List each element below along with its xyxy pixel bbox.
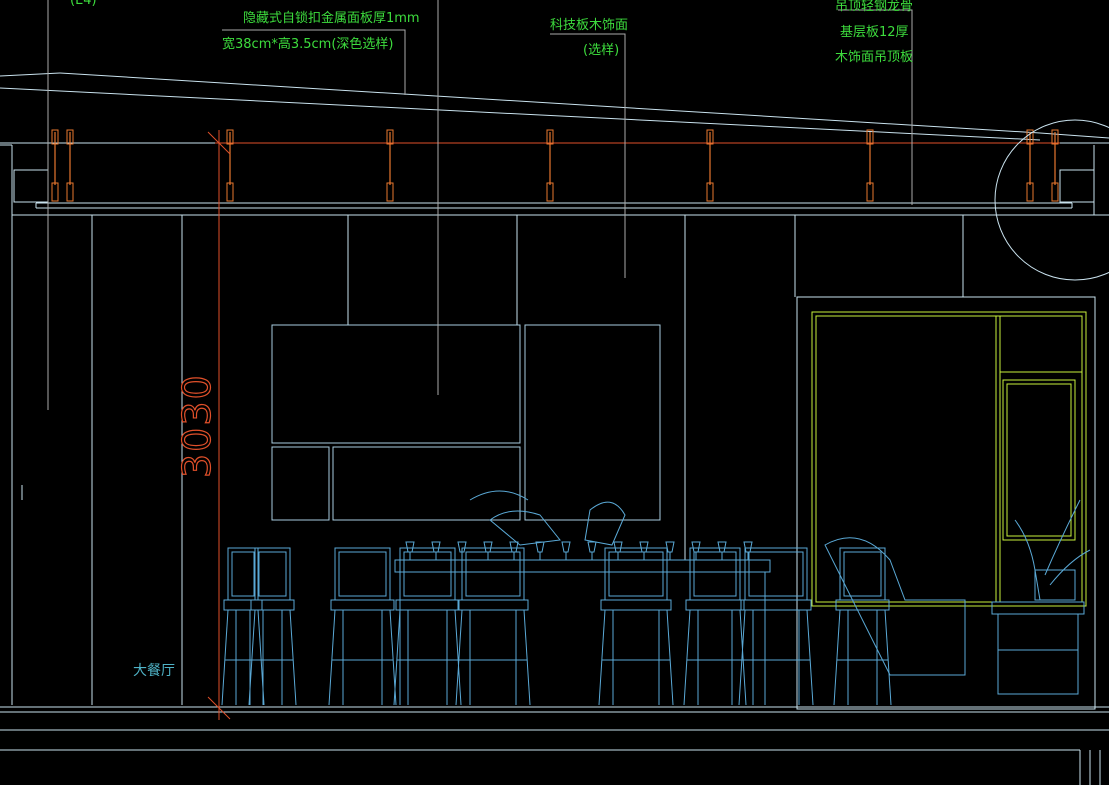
potted-plant [1014, 499, 1091, 601]
wine-glass [561, 541, 571, 560]
side-table [991, 601, 1085, 615]
wall-panels [271, 324, 661, 521]
ceiling-structure [0, 142, 1109, 216]
wine-glass [691, 541, 701, 560]
ceiling-hanger [1051, 129, 1059, 202]
ceiling-hanger [866, 129, 874, 202]
dining-chair [598, 547, 674, 706]
ceiling-hangers [51, 129, 1059, 202]
dining-chair [328, 547, 397, 706]
wine-glass [405, 541, 415, 560]
dining-chair [738, 547, 814, 706]
roof-slope [0, 72, 1109, 141]
leader-lines [47, 0, 913, 410]
ceiling-note-line2: 基层板12厚 [840, 25, 909, 40]
dining-chair [248, 547, 297, 706]
wine-glass [717, 541, 727, 560]
wine-glass [639, 541, 649, 560]
centerpiece-plant [489, 510, 561, 546]
height-dimension-label: 3030 [175, 373, 219, 478]
cut-marker-label: (E4) [70, 0, 97, 8]
side-table [997, 613, 1079, 695]
ceiling-hanger [386, 129, 394, 202]
metal-panel-note-line2: 宽38cm*高3.5cm(深色选样) [222, 36, 393, 52]
wall-lines [0, 215, 1109, 785]
wine-glass [535, 541, 545, 560]
wine-glass [483, 541, 493, 560]
dining-chair [455, 547, 531, 706]
ceiling-hanger [66, 129, 74, 202]
ceiling-hanger [1026, 129, 1034, 202]
wine-glass [613, 541, 623, 560]
dining-chair [221, 547, 265, 706]
ceiling-hanger [706, 129, 714, 202]
ceiling-hanger [51, 129, 59, 202]
ceiling-note-line3: 木饰面吊顶板 [835, 50, 913, 65]
wine-glass [431, 541, 441, 560]
metal-panel-note-line1: 隐藏式自锁扣金属面板厚1mm [243, 10, 420, 26]
wine-glass [587, 541, 597, 560]
dining-chair [833, 547, 892, 706]
centerpiece-plant [584, 501, 626, 546]
wood-veneer-note-line2: (选样) [583, 43, 619, 58]
centerpiece-plant [469, 490, 529, 501]
height-dimension [207, 130, 231, 720]
potted-plant [1034, 569, 1076, 601]
dining-furniture [221, 490, 1091, 706]
ceiling-hanger [226, 129, 234, 202]
wood-veneer-note-line1: 科技板木饰面 [550, 18, 628, 33]
dining-chair [683, 547, 747, 706]
detail-callout-circle [994, 119, 1109, 281]
ceiling-note-line1: 吊顶轻钢龙骨 [835, 0, 913, 14]
window-frame [796, 296, 1096, 710]
dining-chair [393, 547, 462, 706]
ceiling-hanger [546, 129, 554, 202]
room-name-label: 大餐厅 [133, 663, 175, 679]
wine-glass [509, 541, 519, 560]
lounge-chair [824, 537, 966, 676]
